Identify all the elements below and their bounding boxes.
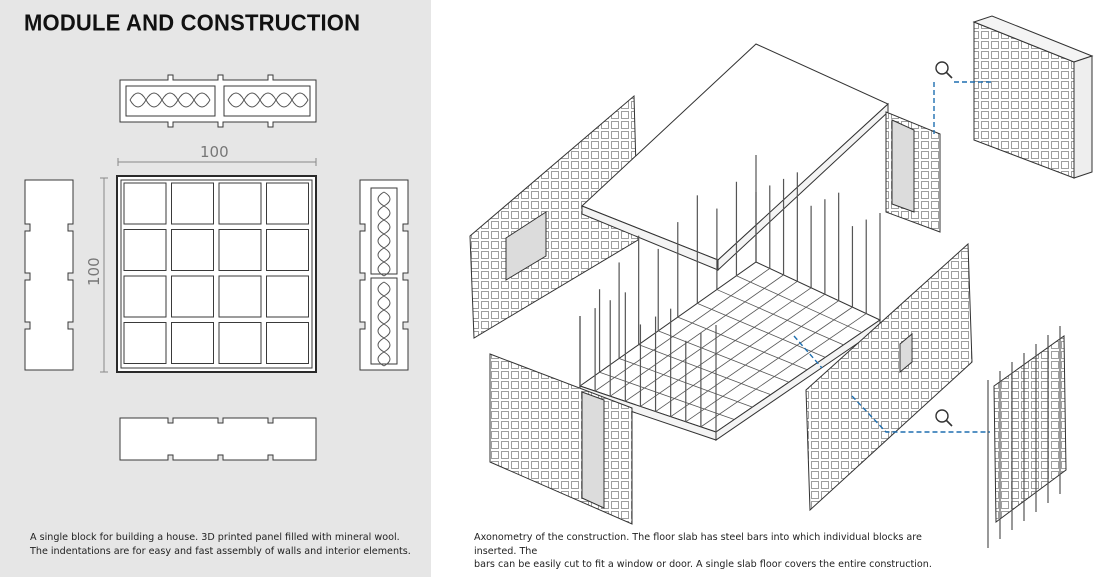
bars-detail	[987, 326, 1067, 548]
page-title: MODULE AND CONSTRUCTION	[24, 9, 361, 36]
floor-grid-line	[625, 281, 798, 402]
module-cell	[266, 322, 309, 364]
magnifier-icon	[935, 409, 949, 423]
bottom-view	[119, 417, 317, 461]
module-cell	[171, 182, 214, 225]
axonometry-caption: Axonometry of the construction. The floo…	[474, 531, 944, 572]
floor-grid-line	[640, 287, 812, 407]
callout-top	[933, 61, 994, 134]
top-section-view	[119, 74, 317, 128]
module-cell	[218, 275, 262, 318]
module-caption-line: A single block for building a house. 3D …	[30, 532, 400, 543]
module-cell	[218, 322, 262, 364]
left-side-view	[24, 179, 74, 371]
back-wall	[885, 111, 941, 233]
module-detail	[972, 15, 1094, 179]
floor-grid-line	[700, 313, 867, 428]
floor-grid-line	[638, 344, 771, 396]
width-label: 100	[200, 143, 229, 161]
module-cell	[123, 229, 167, 271]
module-cell	[171, 322, 214, 364]
floor-grid-line	[599, 371, 735, 420]
module-cell	[218, 229, 262, 271]
floor-grid-line	[594, 268, 771, 392]
module-cell	[123, 275, 167, 318]
front-right-wall	[805, 242, 973, 512]
axonometry-caption-line: bars can be easily cut to fit a window o…	[474, 559, 932, 570]
left-wall	[469, 94, 639, 339]
floor-grid-line	[716, 289, 844, 346]
module-cell	[171, 229, 214, 271]
floor-grid-line	[655, 293, 826, 412]
floor-grid-line	[736, 275, 862, 333]
module-cell	[266, 229, 309, 271]
module-cell	[266, 182, 309, 225]
module-caption: A single block for building a house. 3D …	[30, 531, 425, 558]
module-cell	[266, 275, 309, 318]
floor-grid-line	[609, 274, 784, 397]
right-side-view	[359, 179, 409, 371]
module-cell	[218, 182, 262, 225]
floor-grid-line	[685, 306, 853, 423]
front-view-grid	[116, 175, 317, 373]
magnifier-icon	[935, 61, 949, 75]
floor-grid-line	[697, 302, 826, 358]
floor-grid-line	[677, 316, 808, 371]
floor-grid-line	[658, 330, 790, 383]
floor-grid-line	[670, 300, 839, 417]
callout-bottom	[851, 395, 990, 433]
height-label: 100	[85, 257, 103, 286]
width-dimension: 100	[117, 143, 317, 166]
front-left-wall	[489, 353, 633, 525]
module-drawings: 100 100	[24, 74, 409, 461]
axonometry-caption-line: Axonometry of the construction. The floo…	[474, 532, 922, 557]
steel-bars	[579, 155, 881, 432]
callout-center	[793, 335, 823, 369]
module-cell	[123, 182, 167, 225]
module-cell	[171, 275, 214, 318]
height-dimension: 100	[85, 177, 108, 373]
module-cell	[123, 322, 167, 364]
module-caption-line: The indentations are for easy and fast a…	[30, 545, 411, 557]
roof-slab	[581, 43, 889, 272]
